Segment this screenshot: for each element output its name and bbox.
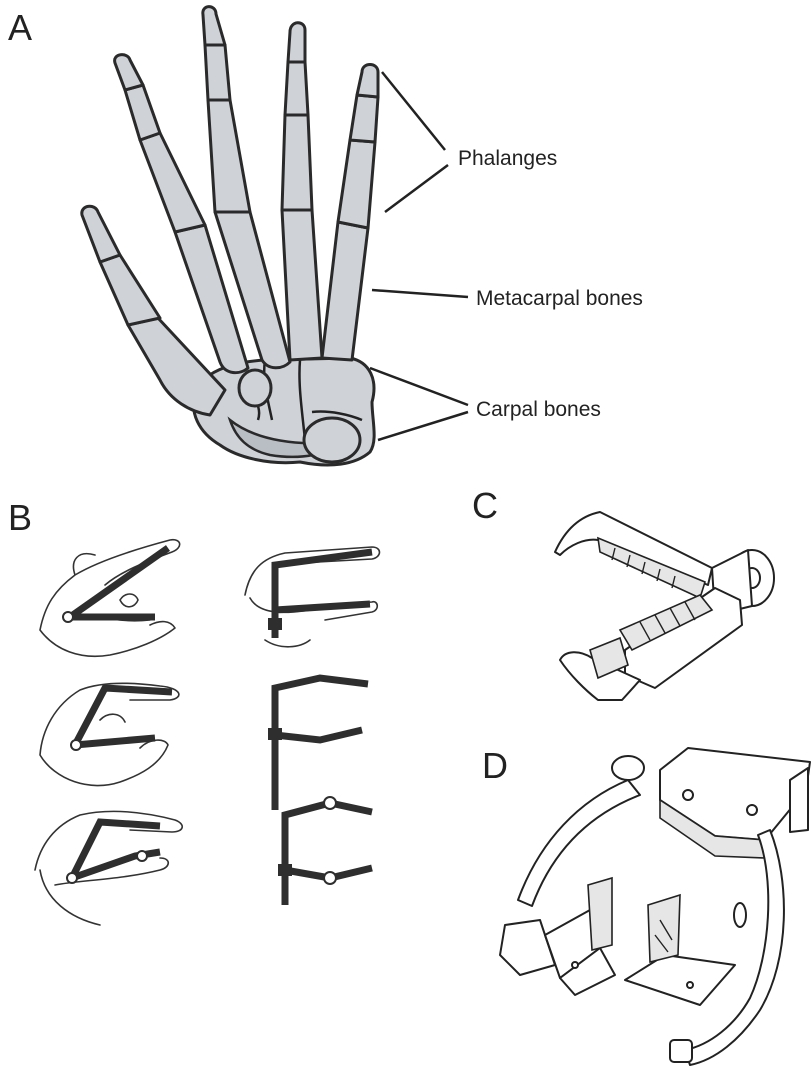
panel-b-label: B — [8, 497, 32, 538]
ring-distal-phalanx — [288, 23, 305, 62]
hamate-bone — [304, 418, 360, 462]
pisiform-bone — [239, 370, 271, 406]
gripper-d-right-arm — [685, 830, 784, 1065]
hand-pinch-sketch-1 — [40, 540, 180, 657]
gripper-d-pin-1 — [572, 962, 578, 968]
gripper-3-joint-lower — [324, 872, 336, 884]
little-middle-phalanx — [350, 95, 378, 142]
gripper-d-left-finger-tip — [500, 920, 555, 975]
gripper-3-block — [278, 864, 292, 876]
gripper-pinch-sketch-3 — [278, 797, 372, 905]
gripper-2-block — [268, 728, 282, 740]
gripper-c-illustration — [555, 512, 774, 700]
panel-c-label: C — [472, 485, 498, 526]
gripper-d-right-finger-tip — [670, 1040, 692, 1062]
carpal-leader-upper — [370, 368, 468, 405]
panel-c: C — [472, 485, 774, 700]
gripper-d-right-flexure — [648, 895, 680, 962]
gripper-pinch-sketch-1 — [245, 547, 380, 647]
gripper-1-linkage — [275, 552, 372, 638]
gripper-d-screw-2 — [747, 805, 757, 815]
pinch-3-joint-finger — [137, 851, 147, 861]
panel-d-label: D — [482, 745, 508, 786]
ring-metacarpal — [282, 210, 322, 360]
gripper-d-illustration — [500, 748, 810, 1065]
phalanges-leader-upper — [382, 72, 445, 150]
hand-skeleton-illustration — [82, 7, 378, 465]
panel-a: A — [8, 7, 643, 465]
gripper-c-upper-jaw — [555, 512, 712, 585]
thumb-distal-phalanx — [82, 206, 120, 262]
gripper-pinch-sketch-2 — [268, 678, 368, 810]
panel-b: B — [8, 497, 380, 925]
gripper-1-block — [268, 618, 282, 630]
middle-distal-phalanx — [203, 7, 225, 45]
index-middle-phalanx — [125, 85, 160, 140]
gripper-d-left-arm — [518, 780, 640, 906]
carpal-label: Carpal bones — [476, 398, 601, 421]
gripper-d-spring — [734, 903, 746, 927]
gripper-d-right-pad — [625, 955, 735, 1005]
gripper-3-linkage — [285, 803, 372, 905]
middle-proximal-phalanx — [208, 100, 250, 212]
index-proximal-phalanx — [140, 133, 205, 232]
metacarpal-label: Metacarpal bones — [476, 287, 643, 310]
index-distal-phalanx — [115, 55, 143, 90]
pinch-2-linkage — [75, 688, 172, 745]
pinch-3-joint-base — [67, 873, 77, 883]
carpal-leader-lower — [378, 412, 468, 440]
pinch-2-joint — [71, 740, 81, 750]
gripper-3-joint-upper — [324, 797, 336, 809]
little-proximal-phalanx — [338, 140, 375, 228]
gripper-d-pin-2 — [687, 982, 693, 988]
hand-pinch-sketch-2 — [40, 683, 179, 785]
little-metacarpal — [322, 222, 368, 360]
metacarpal-leader — [372, 290, 468, 297]
ring-middle-phalanx — [285, 62, 308, 115]
panel-a-label: A — [8, 7, 32, 48]
pinch-1-linkage — [70, 548, 168, 617]
panel-d: D — [482, 745, 810, 1065]
gripper-d-screw-1 — [683, 790, 693, 800]
ring-proximal-phalanx — [282, 115, 312, 210]
gripper-d-left-lug — [612, 756, 644, 780]
middle-middle-phalanx — [205, 45, 230, 100]
gripper-d-left-flexure — [588, 878, 612, 950]
thumb-proximal-phalanx — [100, 255, 160, 325]
phalanges-label: Phalanges — [458, 147, 557, 170]
gripper-2-linkage — [275, 678, 368, 810]
hand-pinch-sketch-3 — [35, 811, 182, 925]
phalanges-leader-lower — [385, 165, 448, 212]
little-distal-phalanx — [357, 65, 378, 98]
gripper-d-right-bracket — [790, 768, 808, 832]
pinch-1-joint — [63, 612, 73, 622]
